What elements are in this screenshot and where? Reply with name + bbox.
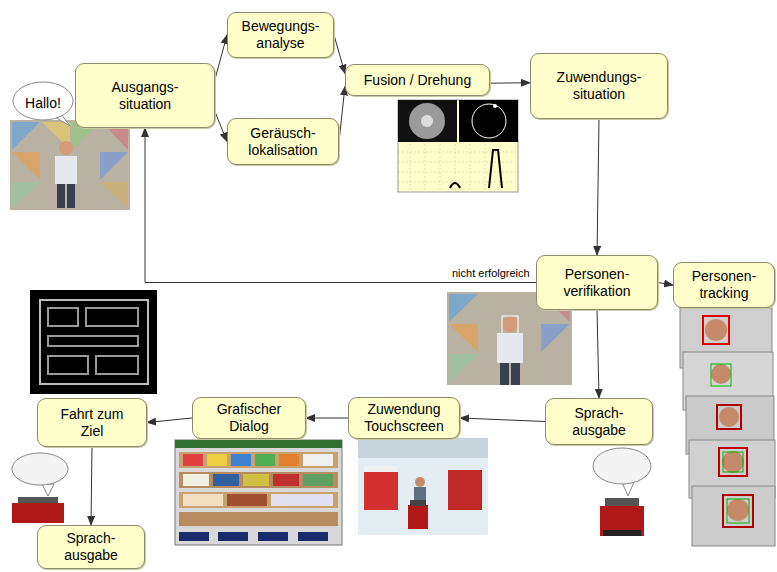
- process-box: Geräusch- lokalisation: [227, 118, 339, 165]
- edge-label: nicht erfolgreich: [450, 267, 532, 280]
- process-box: Bewegungs- analyse: [227, 12, 334, 58]
- flow-arrow: [145, 128, 536, 283]
- process-box: Personen- verifikation: [536, 255, 658, 310]
- box-label: Grafischer Dialog: [204, 401, 294, 435]
- flow-arrow: [306, 418, 348, 419]
- process-box: Fahrt zum Ziel: [37, 398, 147, 447]
- box-label: Sprach- ausgabe: [51, 530, 131, 564]
- process-box: Sprach- ausgabe: [545, 398, 653, 445]
- process-box: Zuwendung Touchscreen: [348, 397, 460, 439]
- flow-arrow: [597, 119, 599, 255]
- flow-arrow: [91, 447, 92, 525]
- flow-arrow: [147, 418, 192, 423]
- box-label: Zuwendung Touchscreen: [354, 401, 454, 435]
- flow-arrow: [597, 310, 599, 398]
- process-box: Ausgangs- situation: [75, 63, 215, 128]
- flow-arrow: [215, 112, 227, 142]
- process-box: Zuwendungs- situation: [530, 53, 668, 119]
- robot-speaking: [593, 448, 651, 536]
- box-label: Zuwendungs- situation: [544, 69, 654, 103]
- sensor-fusion-image: [398, 100, 518, 192]
- box-label: Fahrt zum Ziel: [52, 406, 132, 440]
- box-label: Personen- verifikation: [542, 266, 652, 300]
- robot-speaking: [12, 453, 68, 523]
- occupancy-map: [30, 290, 157, 394]
- tracking-frames: [680, 308, 775, 546]
- process-box: Personen- tracking: [673, 262, 775, 308]
- flow-arrow: [658, 283, 673, 286]
- flow-arrow: [215, 35, 227, 79]
- flow-arrow: [339, 86, 345, 141]
- person-photo: [10, 120, 130, 210]
- box-label: Hallo!: [25, 95, 61, 112]
- box-label: Ausgangs- situation: [95, 79, 195, 113]
- box-label: Fusion / Drehung: [364, 72, 471, 89]
- process-box: Sprach- ausgabe: [37, 525, 145, 569]
- touchscreen-photo: [358, 438, 488, 535]
- flow-arrow: [334, 35, 345, 74]
- flow-arrow: [460, 418, 545, 422]
- dialog-screenshot: [175, 440, 342, 545]
- box-label: Geräusch- lokalisation: [233, 125, 333, 159]
- speech-bubble: Hallo!: [12, 80, 74, 126]
- process-box: Grafischer Dialog: [192, 397, 306, 439]
- flow-arrow: [490, 82, 530, 84]
- box-label: Personen- tracking: [679, 268, 769, 302]
- box-label: Sprach- ausgabe: [559, 405, 639, 439]
- box-label: Bewegungs- analyse: [233, 18, 328, 52]
- process-box: Fusion / Drehung: [345, 64, 490, 96]
